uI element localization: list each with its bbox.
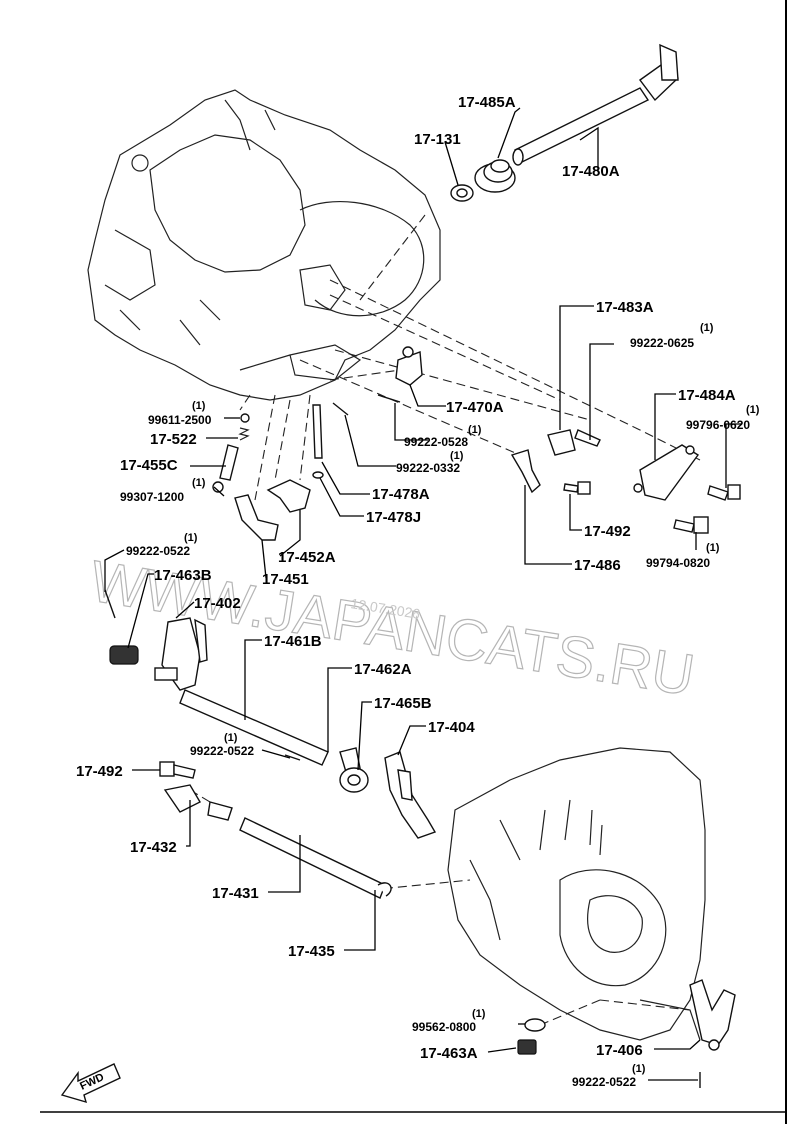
label-17-432: 17-432 <box>130 839 177 856</box>
label-99562-0800: 99562-0800 <box>412 1020 476 1034</box>
part-shift-rod-17-480A <box>512 43 679 166</box>
label-99222-0528: 99222-0528 <box>404 435 468 449</box>
label-17-461B: 17-461B <box>264 633 322 650</box>
label-17-435: 17-435 <box>288 943 335 960</box>
label-99222-0522-b: 99222-0522 <box>190 744 254 758</box>
label-17-404: 17-404 <box>428 719 475 736</box>
label-99222-0522-c: 99222-0522 <box>572 1075 636 1089</box>
label-17-406: 17-406 <box>596 1042 643 1059</box>
label-17-131: 17-131 <box>414 131 461 148</box>
label-17-431: 17-431 <box>212 885 259 902</box>
qty-99796-0620: (1) <box>746 404 760 416</box>
label-17-452A: 17-452A <box>278 549 336 566</box>
label-17-522: 17-522 <box>150 431 197 448</box>
part-lever-17-486 <box>510 449 541 494</box>
qty-99222-0522-b: (1) <box>224 732 238 744</box>
part-boot-17-485A <box>474 159 516 193</box>
fwd-arrow-icon: FWD <box>60 1063 121 1104</box>
label-99796-0620: 99796-0620 <box>686 418 750 432</box>
part-shaft-17-431 <box>163 754 392 899</box>
part-lever-17-451 <box>234 494 279 541</box>
part-fork-17-406 <box>689 979 736 1051</box>
part-shift-rod-17-461B <box>179 689 329 766</box>
qty-99222-0522-c: (1) <box>632 1063 646 1075</box>
label-17-462A: 17-462A <box>354 661 412 678</box>
label-17-484A: 17-484A <box>678 387 736 404</box>
part-fork-17-404 <box>384 751 437 839</box>
label-17-483A: 17-483A <box>596 299 654 316</box>
transmission-case-upper <box>87 89 441 401</box>
label-17-451: 17-451 <box>262 571 309 588</box>
part-pin-17-463B <box>104 589 139 665</box>
label-17-485A: 17-485A <box>458 94 516 111</box>
label-17-486: 17-486 <box>574 557 621 574</box>
part-labels: 17-485A 17-131 17-480A 17-483A (1) 99222… <box>76 94 760 1089</box>
part-lever-17-470A <box>395 346 423 386</box>
part-bolt-17-492-left <box>159 761 196 779</box>
label-17-492-upper: 17-492 <box>584 523 631 540</box>
part-spring-detent <box>212 413 250 493</box>
qty-99794-0820: (1) <box>706 542 720 554</box>
qty-99611-2500: (1) <box>192 400 206 412</box>
part-interlock-17-462A <box>339 747 361 773</box>
part-seal-17-131 <box>450 184 474 202</box>
label-17-465B: 17-465B <box>374 695 432 712</box>
part-bolts-17-484A <box>563 481 741 534</box>
label-17-480A: 17-480A <box>562 163 620 180</box>
part-bracket-17-484A <box>633 444 700 501</box>
label-99611-2500: 99611-2500 <box>148 413 212 427</box>
label-99222-0522-a: 99222-0522 <box>126 544 190 558</box>
label-17-455C: 17-455C <box>120 457 178 474</box>
label-17-478A: 17-478A <box>372 486 430 503</box>
label-17-470A: 17-470A <box>446 399 504 416</box>
qty-99307-1200: (1) <box>192 477 206 489</box>
part-lever-17-452A <box>266 479 311 513</box>
qty-99222-0625: (1) <box>700 322 714 334</box>
label-17-463A: 17-463A <box>420 1045 478 1062</box>
leader-lines <box>104 107 742 1081</box>
qty-99222-0522-a: (1) <box>184 532 198 544</box>
label-17-463B: 17-463B <box>154 567 212 584</box>
part-lever-17-483A <box>547 429 601 456</box>
qty-99562-0800: (1) <box>472 1008 486 1020</box>
label-99307-1200: 99307-1200 <box>120 490 184 504</box>
label-17-478J: 17-478J <box>366 509 421 526</box>
part-pins-upper <box>312 394 401 479</box>
qty-99222-0528: (1) <box>468 424 482 436</box>
part-collar-17-465B <box>339 767 369 793</box>
part-plug-17-463A <box>517 1018 701 1088</box>
assembly-lines <box>189 214 701 1026</box>
part-fork-17-402 <box>154 617 208 691</box>
transmission-case-lower <box>447 747 706 1041</box>
label-99794-0820: 99794-0820 <box>646 556 710 570</box>
label-17-492-lower: 17-492 <box>76 763 123 780</box>
qty-99222-0332: (1) <box>450 450 464 462</box>
label-17-402: 17-402 <box>194 595 241 612</box>
label-99222-0625: 99222-0625 <box>630 336 694 350</box>
label-99222-0332: 99222-0332 <box>396 461 460 475</box>
